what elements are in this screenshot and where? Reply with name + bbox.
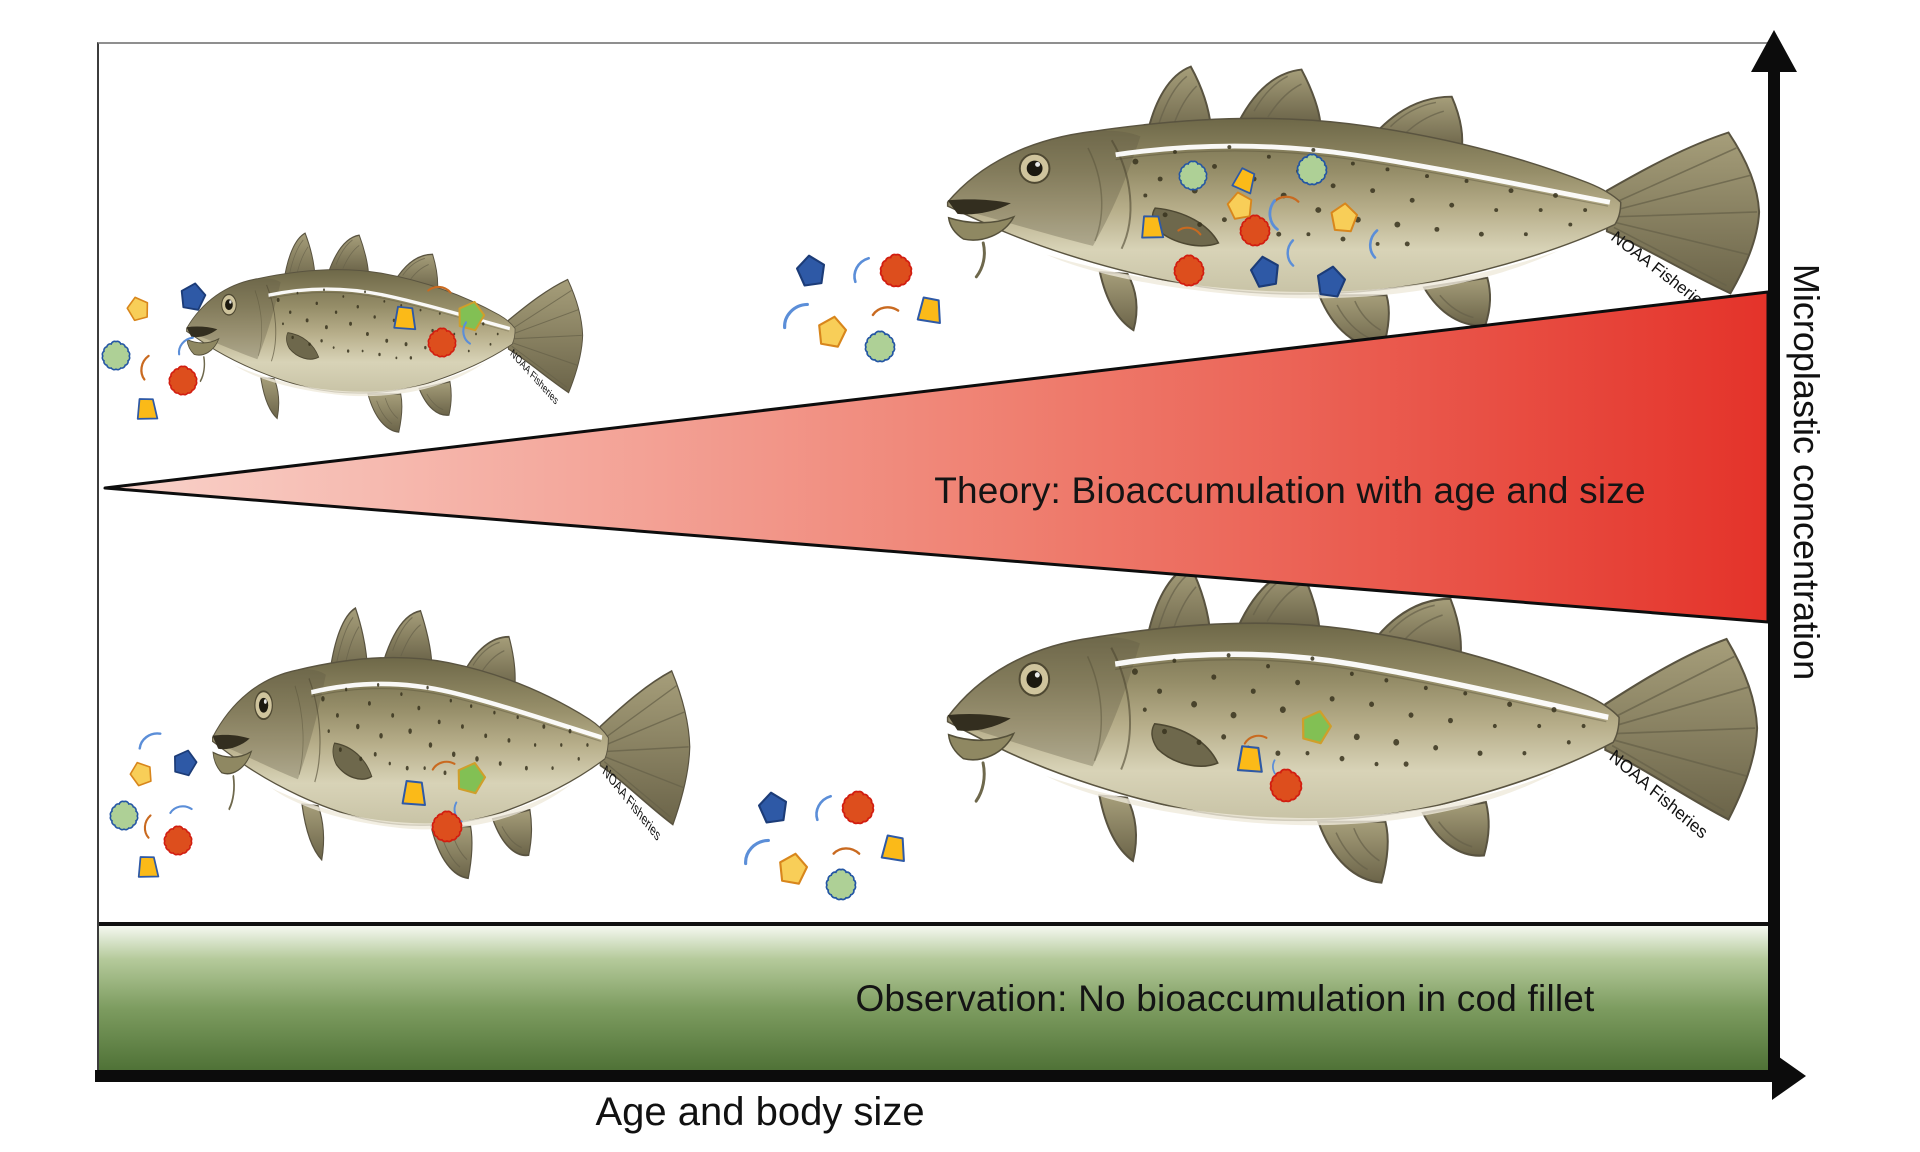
y-axis-label: Microplastic concentration [1786, 263, 1827, 681]
observation-banner [99, 922, 1769, 1076]
observation-label: Observation: No bioaccumulation in cod f… [855, 978, 1595, 1019]
x-axis-label: Age and body size [595, 1090, 925, 1134]
theory-label: Theory: Bioaccumulation with age and siz… [934, 470, 1646, 511]
y-axis-line [1768, 66, 1780, 1082]
y-axis-arrowhead-icon [1751, 30, 1797, 72]
x-axis-line [95, 1070, 1787, 1082]
plot-frame [97, 42, 1776, 1078]
